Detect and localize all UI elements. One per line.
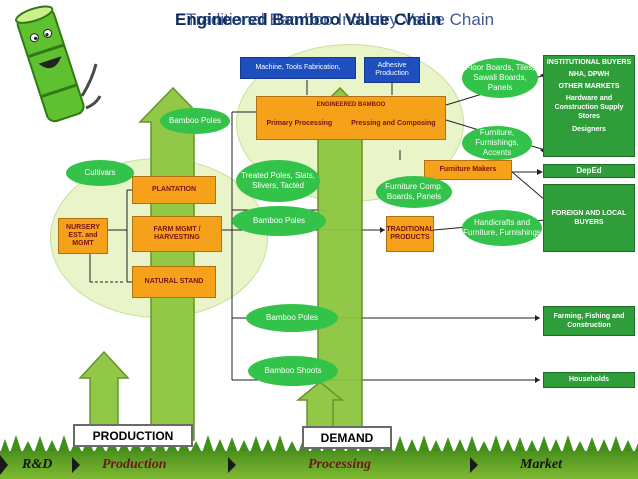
overlay-title: Traditional Bamboo Industry Value Chain	[186, 10, 495, 29]
institutional-buyers-label: INSTITUTIONAL BUYERS	[546, 59, 632, 66]
plantation-node: PLANTATION	[132, 176, 216, 204]
pressing-label: Pressing and Composing	[351, 119, 436, 127]
institutional-buyers-box: INSTITUTIONAL BUYERS NHA, DPWH OTHER MAR…	[543, 55, 635, 157]
primary-processing-label: Primary Processing	[266, 119, 333, 127]
treated-poles: Treated Poles, Slats, Slivers, Tacted	[236, 160, 320, 202]
bamboo-shoots: Bamboo Shoots	[248, 356, 338, 386]
engineered-bamboo-node: ENGINEERED BAMBOO Primary Processing Pre…	[256, 96, 446, 140]
machine-node: Machine, Tools Fabrication,	[240, 57, 356, 79]
deped-box: DepEd	[543, 164, 635, 178]
households-box: Households	[543, 372, 635, 388]
cultivars-node: Cultivars	[66, 160, 134, 186]
small-arrow-left	[78, 350, 130, 433]
adhesive-node: Adhesive Production	[364, 57, 420, 83]
stage-rd: R&D	[22, 457, 53, 472]
hardware-stores-label: Hardware and Construction Supply Stores	[554, 95, 624, 121]
nha-dpwh-label: NHA, DPWH	[568, 71, 610, 79]
stage-bar	[0, 451, 638, 479]
bamboo-poles-mid: Bamboo Poles	[232, 206, 326, 236]
stage-market: Market	[520, 457, 562, 472]
bamboo-poles-top: Bamboo Poles	[160, 108, 230, 134]
floor-boards: Floor Boards, Tiles, Sawali Boards, Pane…	[462, 58, 538, 98]
production-label: PRODUCTION	[73, 424, 193, 447]
farm-mgmt-node: FARM MGMT / HARVESTING	[132, 216, 222, 252]
engineered-bamboo-label: ENGINEERED BAMBOO	[316, 102, 386, 108]
other-markets-label: OTHER MARKETS	[558, 83, 620, 91]
stage-production: Production	[102, 457, 167, 472]
furniture-accents: Furniture, Furnishings, Accents	[462, 126, 532, 160]
nursery-node: NURSERY EST. and MGMT	[58, 218, 108, 254]
natural-stand-node: NATURAL STAND	[132, 266, 216, 298]
traditional-products-node: TRADITIONAL PRODUCTS	[386, 216, 434, 252]
designers-label: Designers	[572, 125, 606, 133]
furniture-comp: Furniture Comp. Boards, Panels	[376, 176, 452, 208]
farming-fishing-box: Farming, Fishing and Construction	[543, 306, 635, 336]
handicrafts: Handicrafts and Furniture, Furnishings	[462, 210, 542, 246]
stage-processing: Processing	[308, 457, 371, 472]
furniture-makers-node: Furniture Makers	[424, 160, 512, 180]
bamboo-poles-low: Bamboo Poles	[246, 304, 338, 332]
page-title: Engineered Bamboo Value Chain	[175, 10, 442, 29]
foreign-local-buyers-box: FOREIGN AND LOCAL BUYERS	[543, 184, 635, 252]
demand-label: DEMAND	[302, 426, 392, 449]
